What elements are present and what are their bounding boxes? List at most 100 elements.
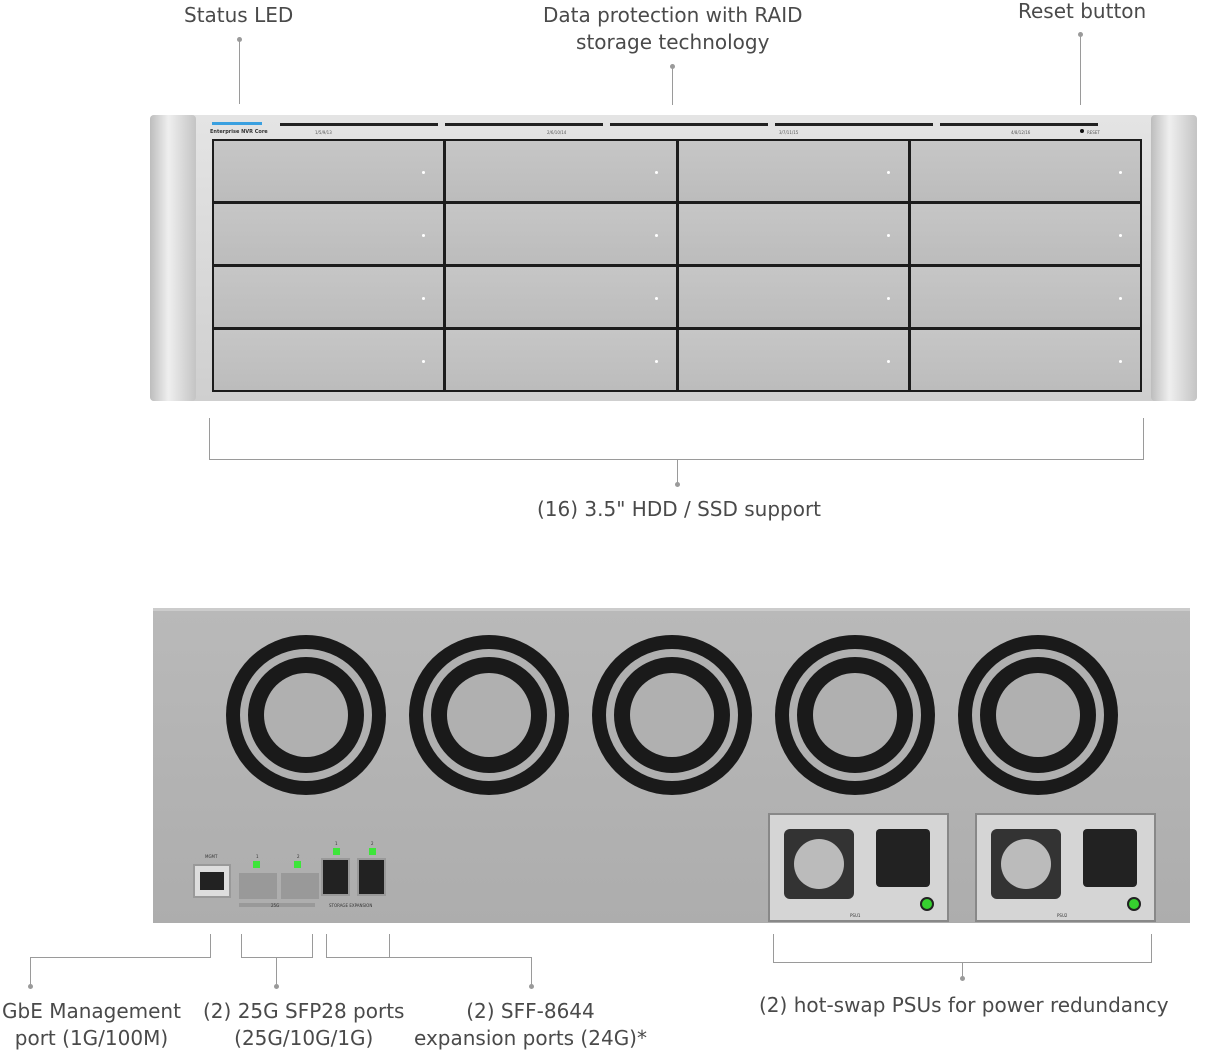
psu-fan [991, 829, 1061, 899]
drive-bay[interactable] [910, 267, 1140, 327]
psu-2[interactable]: PSU2 [975, 813, 1156, 922]
callout-status-led: Status LED [184, 3, 294, 27]
storage-expansion-label: STORAGE EXPANSION [329, 903, 373, 908]
front-panel: Enterprise NVR Core 1/5/9/13 2/6/10/14 3… [150, 115, 1197, 401]
psu-label: PSU1 [850, 913, 861, 918]
status-led [212, 122, 262, 125]
psu-led [1127, 897, 1141, 911]
callout-line [239, 40, 240, 104]
exp-led [333, 848, 340, 855]
callout-mgmt: GbE Management port (1G/100M) [2, 998, 181, 1052]
callout-mgmt-line2: port (1G/100M) [14, 1026, 169, 1050]
bay-label: 3/7/11/15 [779, 130, 799, 135]
callout-sfp-line1: (2) 25G SFP28 ports [203, 999, 405, 1023]
psu-fan [784, 829, 854, 899]
callout-mgmt-line1: GbE Management [2, 999, 181, 1023]
bracket [773, 934, 774, 963]
drive-bay[interactable] [214, 141, 444, 201]
drive-bay[interactable] [910, 204, 1140, 264]
callout-sff-line2: expansion ports (24G)* [414, 1026, 647, 1050]
callout-reset: Reset button [1018, 0, 1147, 23]
reset-button[interactable] [1080, 129, 1084, 133]
drive-bay[interactable] [678, 267, 908, 327]
drive-bay[interactable] [678, 330, 908, 390]
bracket [531, 957, 532, 985]
power-inlet-icon [876, 829, 930, 887]
drive-bay[interactable] [910, 141, 1140, 201]
callout-dot [529, 984, 534, 989]
rear-panel: MGMT 1 2 25G 1 2 STORAGE EXPANSION PSU1 … [153, 608, 1190, 923]
callout-raid-line1: Data protection with RAID [543, 3, 803, 27]
sfp-group-bar [239, 903, 315, 907]
sff8644-port[interactable] [357, 858, 386, 896]
callout-sff: (2) SFF-8644 expansion ports (24G)* [414, 998, 647, 1052]
slot [280, 123, 438, 126]
bracket [326, 957, 532, 958]
rack-ear-right [1151, 115, 1197, 401]
bracket [1143, 418, 1144, 460]
bay-label: 1/5/9/13 [315, 130, 332, 135]
drive-bay[interactable] [214, 204, 444, 264]
exp-label: 2 [371, 841, 374, 846]
fan-grille [226, 635, 386, 795]
bracket [312, 934, 313, 958]
callout-dot [1078, 32, 1083, 37]
callout-line [210, 934, 211, 958]
bracket [1151, 934, 1152, 963]
sfp28-port[interactable] [281, 873, 319, 899]
callout-line [1080, 35, 1081, 105]
drive-bay[interactable] [910, 330, 1140, 390]
exp-led [369, 848, 376, 855]
sfp-label: 2 [297, 854, 300, 859]
drive-bay[interactable] [678, 141, 908, 201]
mgmt-label: MGMT [205, 854, 218, 859]
sfp-group-label: 25G [271, 903, 280, 908]
slot [610, 123, 768, 126]
bracket [209, 459, 1144, 460]
bracket [276, 957, 277, 984]
drive-bay[interactable] [446, 141, 676, 201]
callout-line [672, 67, 673, 105]
bracket [241, 957, 313, 958]
psu-label: PSU2 [1057, 913, 1068, 918]
sfp-led [294, 861, 301, 868]
bracket [389, 934, 390, 958]
mgmt-port[interactable] [193, 864, 231, 898]
callout-sfp: (2) 25G SFP28 ports (25G/10G/1G) [203, 998, 404, 1052]
callout-dot [960, 976, 965, 981]
fan-grille [409, 635, 569, 795]
drive-bay[interactable] [214, 267, 444, 327]
callout-dot [28, 984, 33, 989]
drive-bay[interactable] [446, 204, 676, 264]
sff8644-port[interactable] [321, 858, 350, 896]
sfp28-port[interactable] [239, 873, 277, 899]
bay-label: 4/8/12/16 [1011, 130, 1031, 135]
power-inlet-icon [1083, 829, 1137, 887]
callout-raid: Data protection with RAID storage techno… [543, 2, 803, 56]
bracket [209, 418, 210, 460]
callout-sfp-line2: (25G/10G/1G) [234, 1026, 374, 1050]
drive-bay[interactable] [446, 267, 676, 327]
fan-grille [958, 635, 1118, 795]
fan-grille [775, 635, 935, 795]
callout-dot [274, 984, 279, 989]
bracket [962, 962, 963, 978]
callout-drives: (16) 3.5" HDD / SSD support [537, 497, 822, 521]
reset-label: RESET [1087, 130, 1100, 135]
bracket [326, 934, 327, 958]
sfp-led [253, 861, 260, 868]
drive-bay[interactable] [214, 330, 444, 390]
drive-bay[interactable] [678, 204, 908, 264]
callout-dot [670, 64, 675, 69]
sfp-label: 1 [256, 854, 259, 859]
exp-label: 1 [335, 841, 338, 846]
drive-bay[interactable] [446, 330, 676, 390]
bay-label: 2/6/10/14 [547, 130, 567, 135]
callout-line [30, 957, 31, 985]
slot [445, 123, 603, 126]
drive-bays [212, 139, 1142, 392]
callout-dot [675, 482, 680, 487]
fan-grille [592, 635, 752, 795]
psu-1[interactable]: PSU1 [768, 813, 949, 922]
slot [775, 123, 933, 126]
